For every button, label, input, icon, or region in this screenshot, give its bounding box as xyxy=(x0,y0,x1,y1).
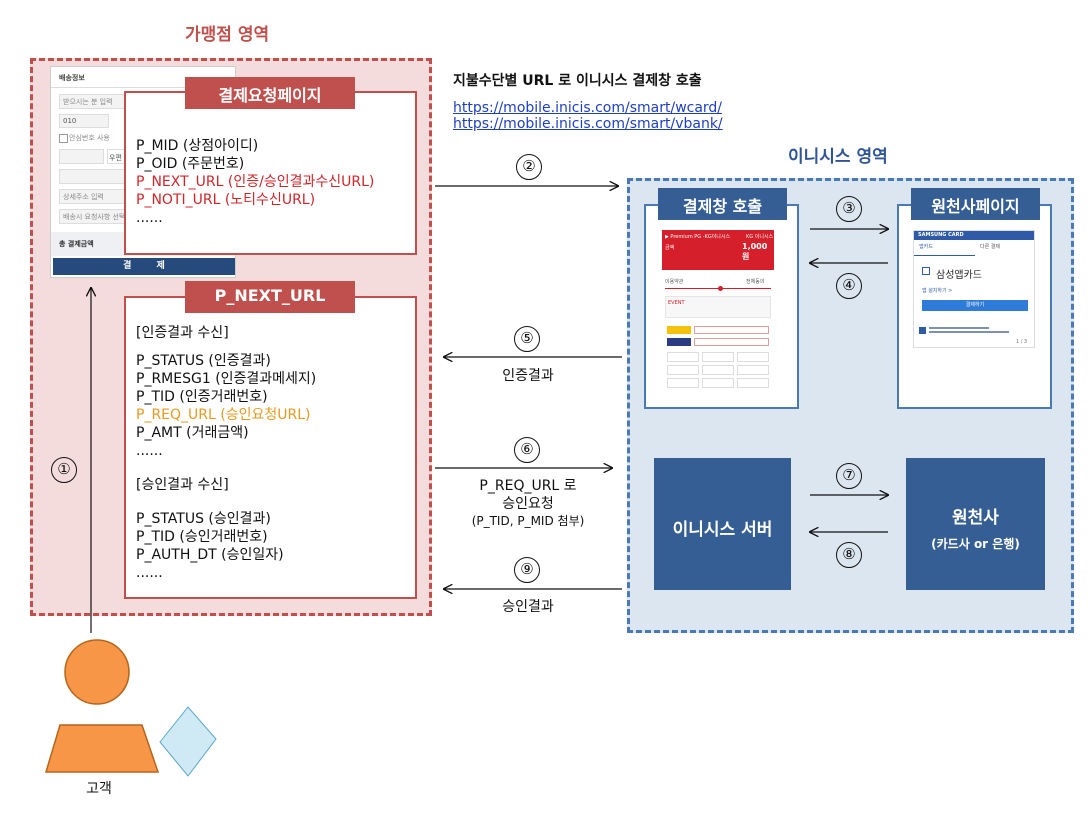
inicis-server-box: 이니시스 서버 xyxy=(654,458,791,590)
step-3-badge: ③ xyxy=(836,196,862,222)
order-request-note[interactable]: 배송시 요청사항 선택 xyxy=(63,213,126,221)
pay-window-label: 결제창 호출 xyxy=(658,188,787,220)
param-line: ...... xyxy=(136,565,163,581)
order-total-label: 총 결제금액 xyxy=(59,240,94,248)
customer-label: 고객 xyxy=(86,781,112,797)
zipcode-button[interactable]: 우편 xyxy=(109,154,122,162)
next-url-params: [인증결과 수신] P_STATUS (인증결과) P_RMESG1 (인증결과… xyxy=(136,324,316,582)
pay-window-brand: KG 이니시스 xyxy=(746,234,774,240)
step-9-badge: ⑨ xyxy=(514,557,540,583)
request-page-params: P_MID (상점아이디) P_OID (주문번호) P_NEXT_URL (인… xyxy=(136,137,374,227)
pay-window-event: EVENT xyxy=(668,300,685,306)
param-line: P_AMT (거래금액) xyxy=(136,425,249,441)
req-url-label-1: P_REQ_URL 로 xyxy=(479,478,577,494)
param-line: P_RMESG1 (인증결과메세지) xyxy=(136,371,317,387)
pay-window-mock: ▶ Premium PG -KG이니시스 KG 이니시스 금액 1,000원 이… xyxy=(662,230,774,395)
param-line: ...... xyxy=(136,443,163,459)
approve-header: [승인결과 수신] xyxy=(136,477,229,493)
next-url-label: P_NEXT_URL xyxy=(185,281,355,313)
issuer-card-header: SAMSUNG CARD xyxy=(918,232,964,238)
order-mock-header: 배송정보 xyxy=(59,74,85,82)
step-8-badge: ⑧ xyxy=(836,542,862,568)
issuer-page-label: 원천사페이지 xyxy=(911,188,1040,220)
pay-window-agree[interactable]: 전체동의 xyxy=(746,279,765,285)
order-address-placeholder[interactable]: 상세주소 입력 xyxy=(63,193,104,201)
issuer-pay-button[interactable]: 결제하기 xyxy=(922,300,1028,311)
issuer-install[interactable]: 앱 설치하기 > xyxy=(922,288,953,294)
order-phone-prefix[interactable]: 010 xyxy=(63,117,77,125)
approve-result-label: 승인결과 xyxy=(502,599,554,615)
param-line: P_NEXT_URL (인증/승인결과수신URL) xyxy=(136,174,375,190)
order-pay-button[interactable]: 결 제 xyxy=(53,258,235,275)
req-url-label-2: 승인요청 xyxy=(502,496,554,512)
param-line: ...... xyxy=(136,210,163,226)
param-line: P_NOTI_URL (노티수신URL) xyxy=(136,192,316,208)
issuer-tab-other[interactable]: 다른 결제 xyxy=(980,244,1000,250)
inicis-server-label: 이니시스 서버 xyxy=(672,520,773,540)
param-line: P_AUTH_DT (승인일자) xyxy=(136,547,284,563)
issuer-label: 원천사 xyxy=(952,508,999,528)
param-line: P_STATUS (인증결과) xyxy=(136,353,271,369)
auth-header: [인증결과 수신] xyxy=(136,325,229,341)
param-line: P_TID (인증거래번호) xyxy=(136,389,268,405)
header-note-title: 지불수단별 URL 로 이니시스 결제창 호출 xyxy=(453,73,702,89)
order-name-placeholder[interactable]: 받으시는 분 입력 xyxy=(63,98,113,106)
param-line: P_OID (주문번호) xyxy=(136,156,245,172)
auth-result-label: 인증결과 xyxy=(502,368,554,384)
request-page-label: 결제요청페이지 xyxy=(185,77,355,109)
order-safe-number: 안심번호 사용 xyxy=(69,134,110,142)
pay-window-product: ▶ Premium PG -KG이니시스 xyxy=(665,234,731,240)
request-page-box xyxy=(124,91,417,255)
pay-window-terms[interactable]: 이용약관 xyxy=(665,279,684,285)
pay-window-amount: 1,000원 xyxy=(742,242,768,261)
vbank-link[interactable]: https://mobile.inicis.com/smart/vbank/ xyxy=(453,116,723,132)
param-line: P_REQ_URL (승인요청URL) xyxy=(136,407,311,423)
safe-number-checkbox[interactable] xyxy=(59,134,68,143)
pay-window-amount-label: 금액 xyxy=(665,245,675,251)
issuer-box: 원천사 (카드사 or 은행) xyxy=(906,458,1045,590)
step-7-badge: ⑦ xyxy=(836,463,862,489)
step-5-badge: ⑤ xyxy=(514,326,540,352)
header-note: 지불수단별 URL 로 이니시스 결제창 호출 https://mobile.i… xyxy=(453,70,723,132)
issuer-page-mock: SAMSUNG CARD 앱카드 다른 결제 삼성앱카드 앱 설치하기 > 결제… xyxy=(913,230,1035,348)
param-line: P_MID (상점아이디) xyxy=(136,138,259,154)
step-1-badge: ① xyxy=(51,457,77,483)
inicis-area-title: 이니시스 영역 xyxy=(788,147,888,167)
wcard-link[interactable]: https://mobile.inicis.com/smart/wcard/ xyxy=(453,100,723,116)
issuer-page-count: 1 / 3 xyxy=(1016,339,1028,345)
issuer-tab-appcard[interactable]: 앱카드 xyxy=(919,244,933,250)
issuer-sub: (카드사 or 은행) xyxy=(931,537,1020,551)
customer-figure xyxy=(44,639,217,777)
step-6-badge: ⑥ xyxy=(514,437,540,463)
step-4-badge: ④ xyxy=(836,273,862,299)
issuer-app-name: 삼성앱카드 xyxy=(936,270,982,281)
step-2-badge: ② xyxy=(516,154,542,180)
merchant-area-title: 가맹점 영역 xyxy=(185,25,270,45)
param-line: P_TID (승인거래번호) xyxy=(136,529,268,545)
param-line: P_STATUS (승인결과) xyxy=(136,511,271,527)
req-url-label-3: (P_TID, P_MID 첨부) xyxy=(471,514,585,528)
